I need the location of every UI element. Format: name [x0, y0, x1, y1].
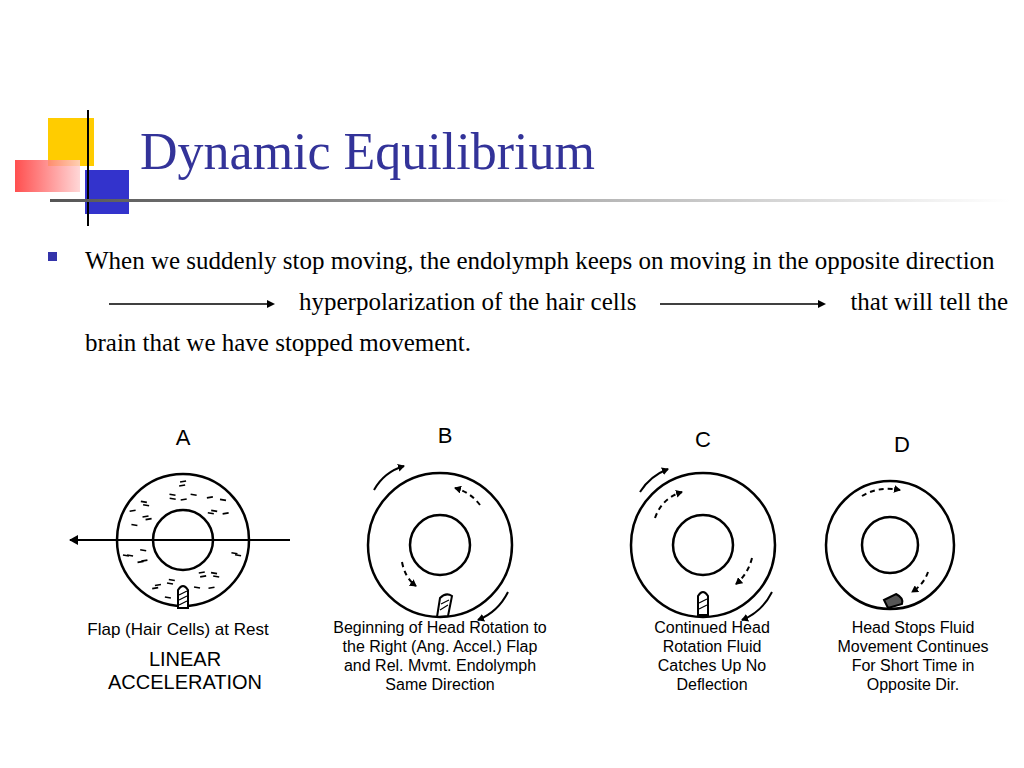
- fluid-dash: [181, 499, 187, 500]
- panel-caption: Head Stops Fluid Movement Continues For …: [828, 618, 998, 694]
- inline-arrow: [107, 298, 277, 310]
- panel-letter: A: [163, 425, 203, 451]
- fluid-dash: [123, 555, 129, 556]
- fluid-dash: [231, 553, 237, 554]
- fluid-dash: [207, 497, 213, 498]
- slide-title: Dynamic Equilibrium: [140, 122, 595, 181]
- fluid-dash: [211, 573, 217, 574]
- fluid-dash: [220, 499, 226, 500]
- bullet-fragment: hyperpolarization of the hair cells: [299, 288, 636, 315]
- fluid-dash: [131, 525, 137, 526]
- fluid-dash: [223, 513, 229, 514]
- fluid-dash: [146, 519, 152, 520]
- fluid-dash: [143, 505, 149, 506]
- fluid-dash: [235, 555, 241, 556]
- fluid-dash: [140, 550, 146, 551]
- panel-caption: LINEAR ACCELERATION: [98, 648, 273, 694]
- bullet-fragment: When we suddenly stop moving, the endoly…: [85, 247, 995, 274]
- fluid-dash: [167, 583, 173, 584]
- fluid-dash: [213, 576, 219, 577]
- fluid-dash: [179, 485, 185, 486]
- fluid-dash: [152, 588, 158, 589]
- inline-arrow: [658, 298, 828, 310]
- fluid-dash: [194, 587, 200, 588]
- fluid-dash: [169, 579, 175, 580]
- fluid-dash: [191, 494, 197, 495]
- fluid-dash: [211, 510, 217, 511]
- diagram-b: [368, 466, 512, 620]
- panel-letter: B: [425, 423, 465, 449]
- panel-letter: C: [683, 427, 723, 453]
- fluid-dash: [170, 498, 176, 499]
- fluid-dash: [200, 576, 206, 577]
- title-decoration: [15, 110, 1010, 261]
- diagram-a: [70, 474, 290, 608]
- fluid-dash: [199, 572, 205, 573]
- fluid-dash: [155, 585, 161, 586]
- fluid-dash: [141, 501, 147, 502]
- panel-letter: D: [882, 432, 922, 458]
- diagram-c: [631, 469, 775, 620]
- panel-caption: Flap (Hair Cells) at Rest: [43, 620, 313, 640]
- fluid-dash: [180, 481, 186, 482]
- diagram-d: [826, 481, 954, 609]
- fluid-dash: [130, 510, 136, 511]
- fluid-dash: [169, 494, 175, 495]
- fluid-dash: [209, 587, 215, 588]
- bullet-text: When we suddenly stop moving, the endoly…: [85, 240, 1015, 363]
- fluid-dash: [138, 561, 144, 562]
- fluid-dash: [208, 513, 214, 514]
- panel-caption: Beginning of Head Rotation to the Right …: [330, 618, 550, 694]
- fluid-dash: [165, 597, 171, 598]
- fluid-dash: [143, 516, 149, 517]
- panel-caption: Continued Head Rotation Fluid Catches Up…: [635, 618, 790, 694]
